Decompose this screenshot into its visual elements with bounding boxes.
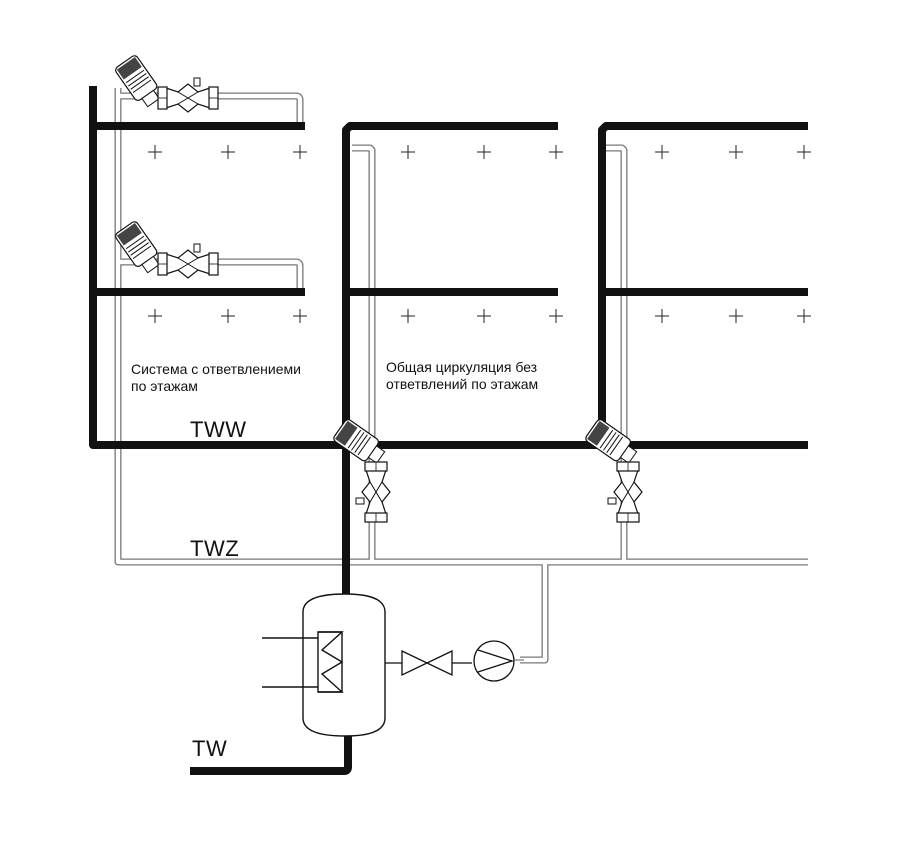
annotation-common-line-1: Общая циркуляция без bbox=[386, 359, 538, 375]
balancing-valve-riser-1 bbox=[331, 417, 391, 523]
tap-point-icon bbox=[292, 144, 308, 160]
balancing-valve-riser-2 bbox=[583, 417, 643, 523]
label-twz: TWZ bbox=[190, 536, 240, 561]
heat-exchanger-icon bbox=[262, 631, 344, 693]
tap-point-icon bbox=[654, 308, 670, 324]
tap-point-icon bbox=[400, 144, 416, 160]
balancing-valve-icon bbox=[331, 417, 391, 523]
tap-point-icon bbox=[147, 308, 163, 324]
annotation-branch-system: Система с ответвлениеми по этажам bbox=[131, 361, 346, 395]
tap-point-icon bbox=[476, 308, 492, 324]
annotation-branch-line-2: по этажам bbox=[131, 378, 198, 394]
tap-point-icon bbox=[476, 144, 492, 160]
tap-points bbox=[147, 144, 812, 324]
tap-point-icon bbox=[220, 308, 236, 324]
tap-point-icon bbox=[796, 144, 812, 160]
storage-tank-icon bbox=[302, 593, 386, 737]
tap-point-icon bbox=[548, 144, 564, 160]
tap-point-icon bbox=[220, 144, 236, 160]
tap-point-icon bbox=[147, 144, 163, 160]
balancing-valve-floor-1 bbox=[113, 219, 219, 279]
annotation-common-line-2: ответвлений по этажам bbox=[386, 376, 539, 392]
balancing-valve-icon bbox=[113, 219, 219, 279]
annotation-branch-line-1: Система с ответвлениеми bbox=[131, 361, 301, 377]
label-tww: TWW bbox=[190, 417, 247, 442]
tap-point-icon bbox=[400, 308, 416, 324]
tap-point-icon bbox=[728, 144, 744, 160]
balancing-valve-floor-2 bbox=[113, 53, 219, 113]
tap-point-icon bbox=[548, 308, 564, 324]
balancing-valve-icon bbox=[113, 53, 219, 113]
tap-point-icon bbox=[796, 308, 812, 324]
circulation-pump-icon bbox=[473, 640, 515, 682]
hot-water-pipe-network bbox=[89, 86, 808, 775]
tap-point-icon bbox=[728, 308, 744, 324]
balancing-valve-icon bbox=[583, 417, 643, 523]
annotation-common-circulation: Общая циркуляция без ответвлений по этаж… bbox=[386, 359, 596, 393]
tap-point-icon bbox=[292, 308, 308, 324]
gate-valve-icon bbox=[401, 649, 453, 677]
tap-point-icon bbox=[654, 144, 670, 160]
label-tw: TW bbox=[192, 736, 228, 761]
